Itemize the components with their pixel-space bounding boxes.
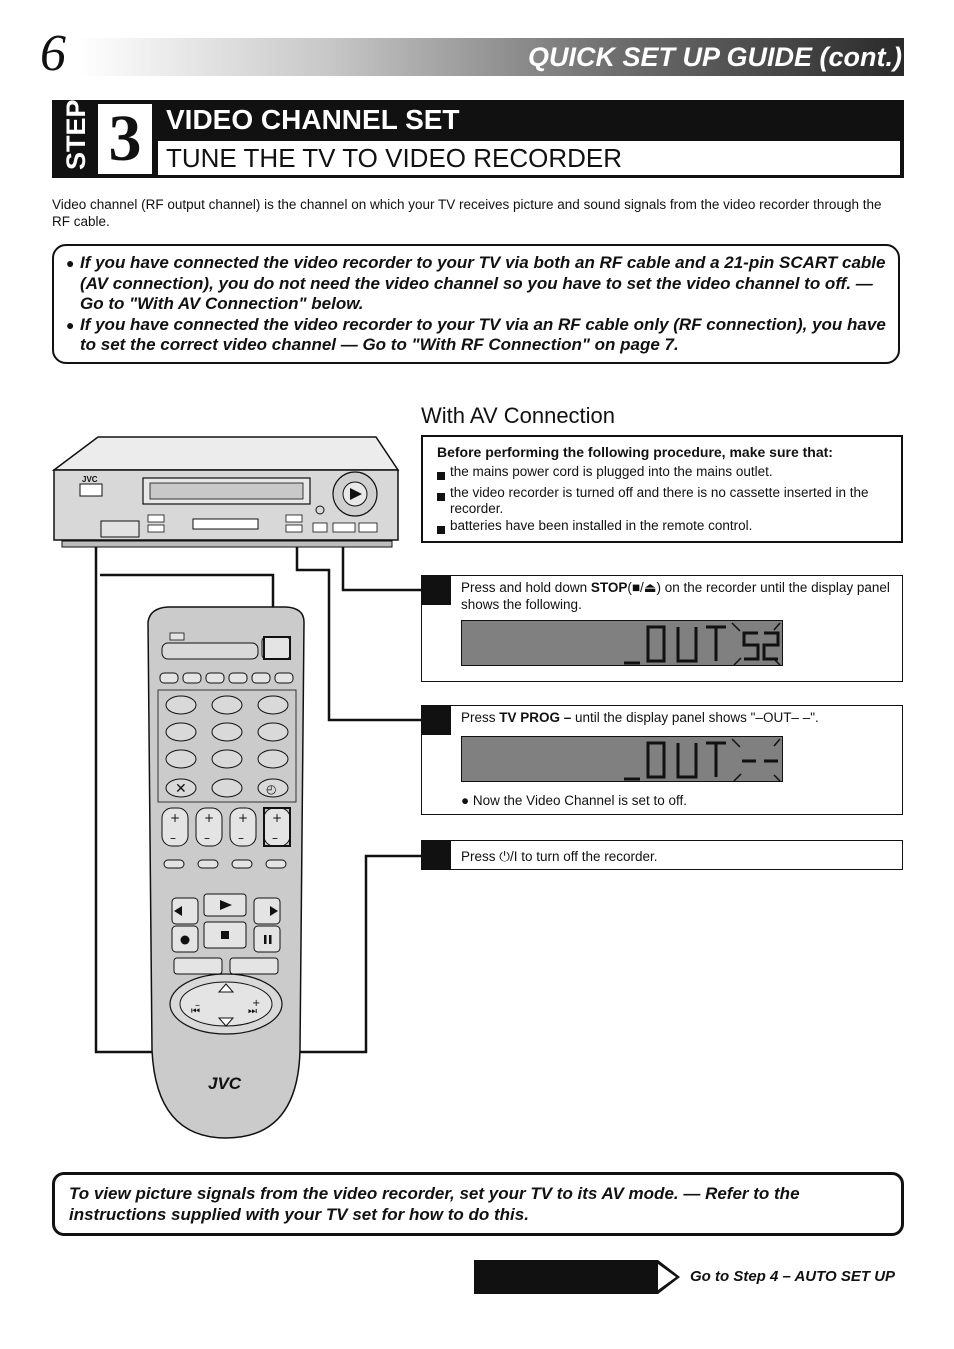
step-title: VIDEO CHANNEL SET	[166, 104, 460, 135]
list-item: batteries have been installed in the rem…	[437, 518, 887, 539]
svg-text:–: –	[272, 831, 278, 845]
prerequisites-title: Before performing the following procedur…	[437, 444, 833, 460]
stop-icon	[221, 931, 229, 939]
intro-text: Video channel (RF output channel) is the…	[52, 197, 882, 229]
square-bullet-icon	[437, 464, 450, 485]
step-1-text: Press and hold down STOP(■/⏏) on the rec…	[461, 580, 890, 612]
note-text: If you have connected the video recorder…	[80, 253, 886, 313]
display-panel-out-52	[461, 620, 783, 666]
bullet-icon: ●	[66, 316, 75, 333]
connection-notes: ● If you have connected the video record…	[66, 253, 886, 356]
svg-text:–: –	[204, 831, 210, 845]
power-button-highlight	[263, 636, 291, 660]
step-3-text: Press ⏻/I to turn off the recorder.	[461, 849, 658, 864]
segment-display	[624, 622, 781, 666]
power-icon: ⏻/I	[499, 849, 518, 864]
header-bar	[78, 38, 904, 76]
cancel-icon: ✕	[175, 780, 187, 796]
prerequisites-list: the mains power cord is plugged into the…	[437, 464, 887, 538]
svg-text:+: +	[272, 811, 282, 825]
svg-text:+: +	[252, 998, 260, 1009]
fast-forward-icon	[270, 906, 278, 916]
step-subtitle-panel	[158, 141, 900, 175]
tv-prog-button-highlight	[263, 807, 291, 847]
procedure-step-1	[421, 575, 903, 682]
pause-icon	[264, 935, 272, 944]
procedure-step-2	[421, 705, 903, 815]
record-icon	[180, 935, 190, 945]
section-heading: With AV Connection	[421, 403, 616, 428]
prerequisites-box	[421, 435, 903, 543]
chevron-up-icon	[217, 983, 235, 993]
svg-text:⏮: ⏮	[191, 1006, 200, 1017]
step-marker	[421, 705, 451, 735]
svg-text:⏭: ⏭	[248, 1006, 257, 1017]
chevron-down-icon	[217, 1017, 235, 1027]
svg-text:–: –	[195, 1000, 200, 1011]
page-number: 6	[40, 25, 66, 82]
note-text: If you have connected the video recorder…	[80, 314, 886, 355]
step-marker	[421, 840, 451, 870]
svg-text:–: –	[170, 831, 176, 845]
display-panel-out-off	[461, 736, 783, 782]
list-item: the mains power cord is plugged into the…	[437, 464, 887, 485]
svg-text:+: +	[238, 811, 248, 825]
rewind-icon	[174, 906, 182, 916]
note-item: ● If you have connected the video record…	[66, 315, 886, 356]
play-icon	[220, 900, 232, 910]
segment-display	[624, 738, 781, 782]
vcr-unit	[51, 436, 400, 548]
svg-text:–: –	[238, 831, 244, 845]
tip-text: To view picture signals from the video r…	[69, 1184, 800, 1224]
step-2-note: ● Now the Video Channel is set to off.	[461, 793, 688, 808]
vcr-brand-logo: JVC	[82, 475, 98, 484]
step-number: 3	[98, 104, 152, 174]
step-subtitle: TUNE THE TV TO VIDEO RECORDER	[166, 143, 623, 173]
timer-icon: ◴	[266, 782, 276, 796]
page-title: QUICK SET UP GUIDE (cont.)	[527, 42, 902, 72]
square-bullet-icon	[437, 518, 450, 539]
square-bullet-icon	[437, 485, 450, 518]
step-marker	[421, 575, 451, 605]
svg-text:+: +	[170, 811, 180, 825]
next-step-link[interactable]: Go to Step 4 – AUTO SET UP	[690, 1268, 896, 1285]
remote-brand-logo: JVC	[208, 1074, 242, 1093]
bullet-icon: ●	[461, 793, 473, 808]
list-item: the video recorder is turned off and the…	[437, 485, 887, 518]
next-step-arrow	[474, 1260, 680, 1294]
remote-control: ✕ ◴ + – + – + – + –	[147, 606, 305, 1139]
connection-note-box	[52, 244, 900, 364]
note-item: ● If you have connected the video record…	[66, 253, 886, 315]
svg-text:+: +	[204, 811, 214, 825]
tip-box	[52, 1172, 904, 1236]
step-2-text: Press TV PROG – until the display panel …	[461, 710, 819, 725]
bullet-icon: ●	[66, 255, 75, 271]
